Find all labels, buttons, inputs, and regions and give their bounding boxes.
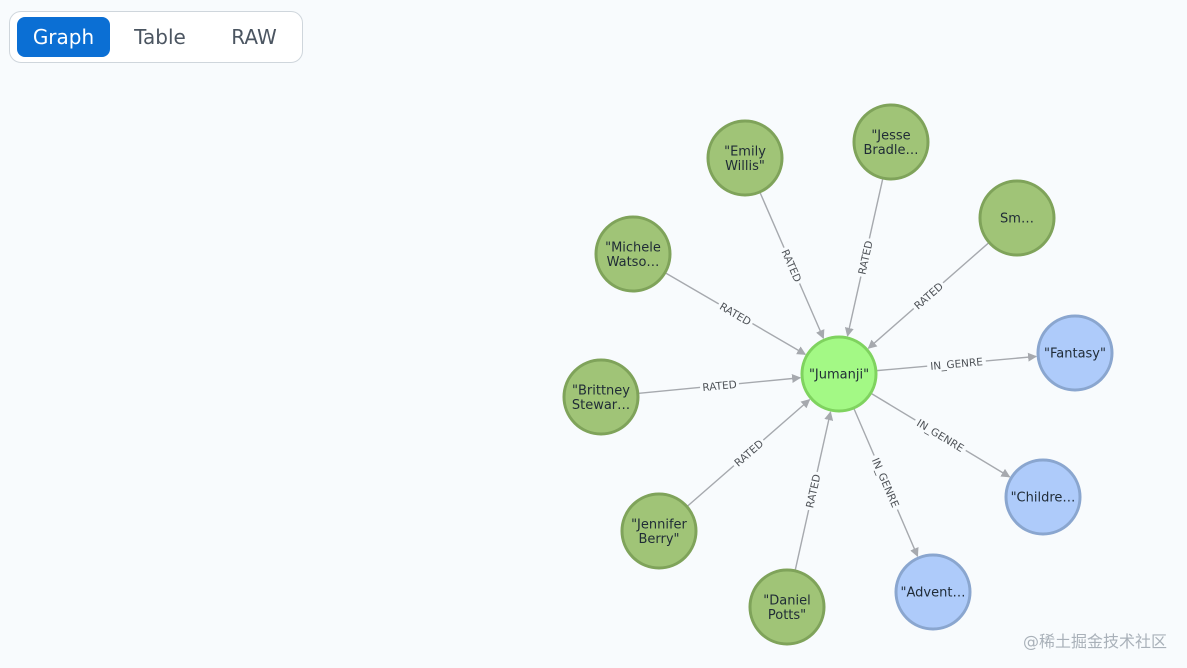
relationship-label-bg <box>778 244 807 286</box>
user-node-michele[interactable]: "MicheleWatso… <box>594 215 672 293</box>
user-node-sm[interactable]: Sm… <box>978 179 1056 257</box>
relationship-jumanji-fantasy[interactable]: IN_GENRE <box>876 352 1038 373</box>
node-circle[interactable] <box>978 179 1056 257</box>
watermark: @稀土掘金技术社区 <box>1022 632 1167 651</box>
node-circle[interactable] <box>1036 314 1114 392</box>
relationship-label-group: IN_GENRE <box>926 353 987 373</box>
node-circle[interactable] <box>852 103 930 181</box>
relationship-michele-jumanji[interactable]: RATED <box>665 272 807 355</box>
node-circle[interactable] <box>800 335 878 413</box>
node-caption: "Childre… <box>1011 491 1076 506</box>
relationship-jumanji-adventure[interactable]: IN_GENRE <box>853 408 919 558</box>
node-caption: "Jesse <box>871 128 910 143</box>
genre-node-children[interactable]: "Childre… <box>1004 458 1082 536</box>
node-circle[interactable] <box>1004 458 1082 536</box>
relationship-label-group: RATED <box>854 236 876 278</box>
relationship-label-bg <box>715 297 756 329</box>
tab-table[interactable]: Table <box>134 25 186 49</box>
genre-node-adventure[interactable]: "Advent… <box>894 553 972 631</box>
movie-node-jumanji[interactable]: "Jumanji" <box>800 335 878 413</box>
view-mode-tabs: Graph Table RAW <box>9 11 303 63</box>
node-circle[interactable] <box>894 553 972 631</box>
tab-raw[interactable]: RAW <box>231 25 277 49</box>
node-circle[interactable] <box>562 358 640 436</box>
relationship-label: RATED <box>856 240 875 276</box>
relationship-label-bg <box>868 452 904 512</box>
node-caption: Stewar… <box>572 398 630 413</box>
node-caption: Sm… <box>1000 212 1034 227</box>
relationship-label-group: IN_GENRE <box>912 414 970 456</box>
node-caption: Watso… <box>607 255 660 270</box>
relationship-label: RATED <box>702 379 737 394</box>
relationship-sm-jumanji[interactable]: RATED <box>867 242 989 349</box>
node-caption: Potts" <box>768 608 806 623</box>
relationship-brittney-jumanji[interactable]: RATED <box>638 374 802 395</box>
node-caption: "Jumanji" <box>809 368 869 383</box>
user-node-jesse[interactable]: "JesseBradle… <box>852 103 930 181</box>
relationship-label-bg <box>699 376 740 394</box>
relationship-jumanji-children[interactable]: IN_GENRE <box>871 393 1011 478</box>
relationship-label-bg <box>801 470 823 512</box>
node-caption: "Jennifer <box>631 517 687 532</box>
tab-graph[interactable]: Graph <box>17 17 110 57</box>
relationship-label: IN_GENRE <box>930 356 984 373</box>
relationship-label-bg <box>926 353 987 373</box>
relationship-emily-jumanji[interactable]: RATED <box>759 192 825 340</box>
relationship-label-bg <box>909 277 947 314</box>
relationship-label-group: RATED <box>729 434 768 471</box>
user-node-brittney[interactable]: "BrittneyStewar… <box>562 358 640 436</box>
relationship-label-group: RATED <box>778 244 807 286</box>
relationship-daniel-jumanji[interactable]: RATED <box>794 411 834 571</box>
node-caption: Bradle… <box>863 143 918 158</box>
relationship-label-bg <box>912 414 970 456</box>
relationship-label-group: RATED <box>699 376 740 394</box>
relationship-label-group: RATED <box>909 277 947 314</box>
node-circle[interactable] <box>706 119 784 197</box>
relationship-label: RATED <box>804 473 823 509</box>
relationship-jesse-jumanji[interactable]: RATED <box>844 178 884 337</box>
relationship-label: IN_GENRE <box>914 417 965 455</box>
node-caption: "Emily <box>724 144 766 159</box>
node-caption: "Fantasy" <box>1044 347 1106 362</box>
node-circle[interactable] <box>620 492 698 570</box>
node-caption: "Advent… <box>901 586 966 601</box>
genre-node-fantasy[interactable]: "Fantasy" <box>1036 314 1114 392</box>
relationship-label-bg <box>729 434 768 471</box>
node-caption: Willis" <box>725 159 765 174</box>
relationship-jennifer-jumanji[interactable]: RATED <box>687 399 811 507</box>
node-caption: "Michele <box>605 240 661 255</box>
node-circle[interactable] <box>748 568 826 646</box>
relationship-label: RATED <box>717 301 753 329</box>
relationship-label-group: IN_GENRE <box>868 452 904 512</box>
relationship-label-group: RATED <box>801 470 823 512</box>
node-circle[interactable] <box>594 215 672 293</box>
node-caption: "Brittney <box>572 383 630 398</box>
node-caption: "Daniel <box>763 593 810 608</box>
node-caption: Berry" <box>638 532 679 547</box>
relationship-label-group: RATED <box>715 297 756 329</box>
relationship-label-bg <box>854 236 876 278</box>
